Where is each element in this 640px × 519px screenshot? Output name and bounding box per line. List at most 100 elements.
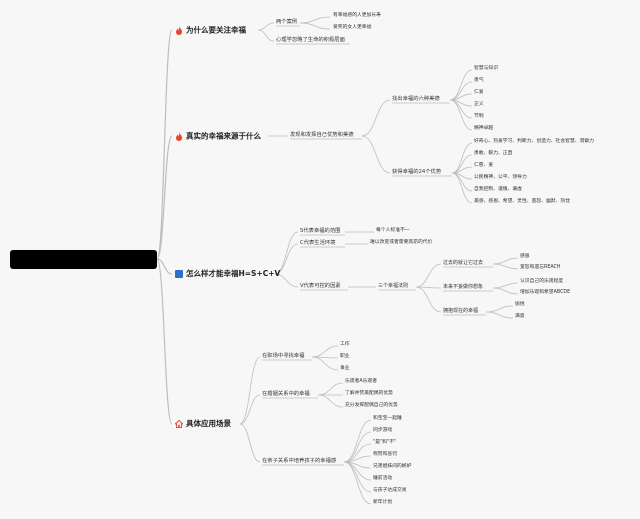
leaf-item[interactable]: 正义 [474, 102, 484, 108]
connector-line [449, 99, 473, 131]
leaf-item[interactable]: 和宝宝一起睡 [373, 416, 402, 422]
leaf-item[interactable]: 美感、感恩、希望、灵性、宽恕、幽默、热忱 [474, 199, 570, 205]
connector-line [317, 382, 344, 396]
branch-label: 真实的幸福来源于什么 [186, 131, 261, 141]
root-node-redacted[interactable] [10, 250, 157, 269]
connector-line [415, 263, 442, 288]
leaf-item[interactable]: 满意 [515, 314, 525, 320]
topic-label: C代表生活环境 [300, 240, 336, 246]
connector-line [239, 356, 261, 425]
connector-line [492, 257, 519, 265]
leaf-label: 正义 [474, 102, 484, 107]
connector-line [239, 423, 261, 463]
leaf-item[interactable]: 精神卓越 [474, 126, 493, 132]
leaf-item[interactable]: 感恩 [520, 254, 530, 260]
topic-label: S代表幸福的范围 [300, 228, 341, 234]
connector-line [299, 22, 331, 30]
leaf-item[interactable]: 节制 [474, 114, 484, 120]
connector-line [257, 29, 275, 42]
connector-line [492, 263, 519, 270]
branch-true-happiness-source[interactable]: 真实的幸福来源于什么 [175, 132, 261, 141]
topic-two-cases[interactable]: 两个案例 [276, 19, 297, 25]
leaf-label: 称赞和惩罚 [373, 452, 397, 457]
topic-three-rules[interactable]: 三个幸福法则 [378, 284, 408, 289]
leaf-item[interactable]: 仁慈、爱 [474, 163, 494, 169]
leaf-label: 增加乐观和希望ABCDE [520, 290, 571, 295]
connector-line [239, 394, 261, 425]
connector-line [299, 16, 331, 24]
topic-six-virtues[interactable]: 找出幸福的六种美德 [392, 96, 440, 102]
leaf-item[interactable]: 兄弟姐妹间的嫉妒 [373, 464, 411, 470]
leaf-item[interactable]: 称赞和惩罚 [373, 452, 397, 458]
leaf-item[interactable]: 同步游戏 [373, 428, 392, 434]
leaf-item[interactable]: 宽恕和遗忘REACH [520, 265, 561, 271]
leaf-item[interactable]: 仁爱 [474, 90, 484, 96]
leaf-item[interactable]: 有幸福感的人更加长寿 [333, 13, 381, 19]
leaf-label: 感恩 [520, 254, 530, 259]
topic-label: 在职场中寻找幸福 [262, 353, 305, 359]
topic-embrace-present[interactable]: 拥抱现在的幸福 [443, 309, 478, 314]
connector-line [343, 419, 372, 463]
leaf-label: 节制 [474, 114, 484, 119]
branch-why-happiness[interactable]: 为什么要关注幸福 [175, 26, 246, 35]
leaf-item[interactable]: 增加乐观和希望ABCDE [520, 290, 571, 296]
topic-let-past-go[interactable]: 过去的就让它过去 [443, 261, 483, 266]
leaf-label: "是"和"不" [373, 440, 397, 445]
leaf-item[interactable]: 充分发挥配偶自己的优势 [345, 403, 398, 409]
leaf-label: 勇敢、毅力、正直 [474, 151, 513, 156]
leaf-item[interactable]: 工作 [340, 342, 350, 348]
leaf-item[interactable]: 事业 [340, 366, 350, 372]
topic-label: 获得幸福的24个优势 [392, 169, 442, 175]
connector-line [311, 345, 339, 358]
leaf-item[interactable]: 智慧与知识 [474, 66, 498, 72]
leaf-label: 愉悦 [515, 302, 525, 307]
leaf-item[interactable]: 每个人标准不一 [376, 228, 410, 234]
leaf-item[interactable]: 勇气 [474, 78, 484, 84]
leaf-item[interactable]: 公民精神、公平、领导力 [474, 175, 527, 181]
branch-label: 具体应用场景 [186, 419, 231, 428]
leaf-item[interactable]: 认识自己的乐观程度 [520, 279, 564, 285]
topic-strengths-virtues[interactable]: 发现和发挥自己优势和美德 [290, 132, 354, 138]
leaf-item[interactable]: 自我控制、谨慎、谦虚 [474, 187, 522, 193]
connector-line [485, 305, 514, 313]
topic-parenting[interactable]: 在亲子关系中培养孩子的幸福感 [262, 458, 337, 464]
leaf-label: 智慧与知识 [474, 66, 498, 71]
connector-line [492, 282, 519, 289]
leaf-item[interactable]: 勇敢、毅力、正直 [474, 151, 513, 157]
leaf-item[interactable]: 睡前活动 [373, 476, 392, 482]
topic-label: 在亲子关系中培养孩子的幸福感 [262, 458, 337, 464]
topic-s-range[interactable]: S代表幸福的范围 [300, 228, 341, 234]
leaf-label: 仁爱 [474, 90, 484, 95]
connector-line [485, 311, 514, 319]
topic-psychology-ignore[interactable]: 心理学忽略了生命的积极层面 [276, 37, 345, 43]
leaf-item[interactable]: 新年计划 [373, 500, 392, 506]
leaf-item[interactable]: 了解并赞美配偶的优势 [345, 391, 393, 397]
leaf-label: 认识自己的乐观程度 [520, 279, 564, 284]
topic-workplace[interactable]: 在职场中寻找幸福 [262, 353, 305, 359]
leaf-label: 自我控制、谨慎、谦虚 [474, 187, 522, 192]
topic-c-environment[interactable]: C代表生活环境 [300, 240, 336, 246]
topic-24-strengths[interactable]: 获得幸福的24个优势 [392, 169, 442, 175]
leaf-item[interactable]: 难以改变或者需要高昂的代价 [370, 240, 432, 246]
leaf-label: 仁慈、爱 [474, 163, 494, 168]
topic-marriage[interactable]: 在婚姻关系中的幸福 [262, 391, 310, 397]
leaf-item[interactable]: 好奇心、热爱学习、判断力、创造力、社会智慧、洞察力 [474, 139, 594, 145]
connector-line [343, 461, 372, 493]
leaf-item[interactable]: 职业 [340, 354, 350, 360]
leaf-item[interactable]: 乐观者A乐观者 [345, 379, 377, 385]
branch-how-happiness[interactable]: 怎么样才能幸福H=S+C+V [175, 270, 280, 278]
topic-v-controllable[interactable]: V代表可控的因素 [300, 283, 341, 289]
branch-application-scenarios[interactable]: 具体应用场景 [175, 420, 231, 428]
connector-line [257, 22, 275, 31]
connector-line [343, 461, 372, 505]
topic-label: 在婚姻关系中的幸福 [262, 391, 310, 397]
connector-line [361, 99, 391, 137]
topic-future-imagination[interactable]: 未来不妄做你想象 [443, 285, 483, 290]
leaf-item[interactable]: 愉悦 [515, 302, 525, 308]
leaf-item[interactable]: 与孩子达成交易 [373, 488, 407, 494]
leaf-item[interactable]: 爱笑的女人更幸福 [333, 25, 371, 31]
connector-line [156, 258, 173, 275]
leaf-item[interactable]: "是"和"不" [373, 440, 397, 446]
